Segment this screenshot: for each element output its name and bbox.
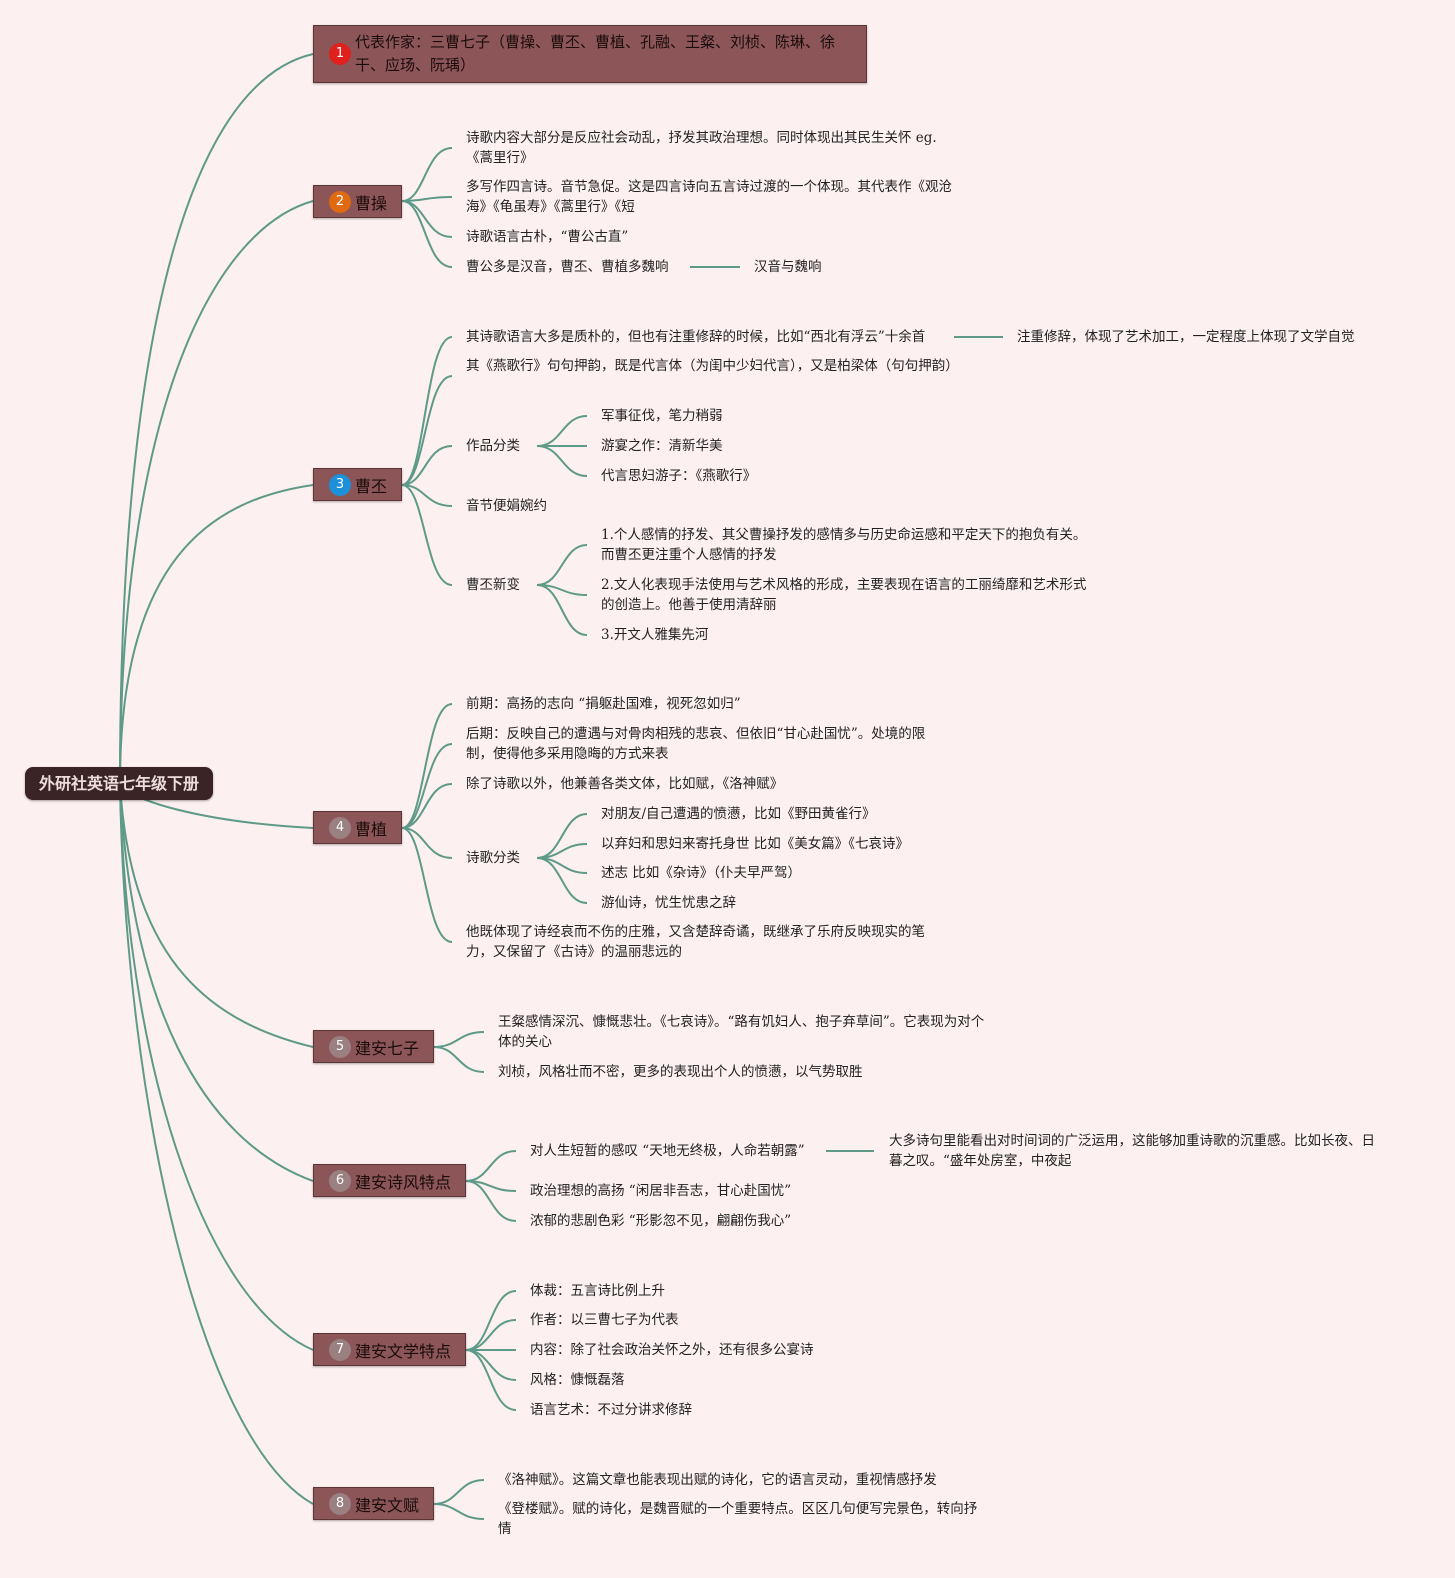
wenxue-item[interactable]: 风格：慷慨磊落 [530, 1372, 625, 1388]
wenfu-item[interactable]: 《登楼赋》。赋的诗化，是魏晋赋的一个重要特点。区区几句便写完景色，转向抒情 [498, 1501, 978, 1537]
wenxue-item[interactable]: 语言艺术：不过分讲求修辞 [530, 1402, 692, 1418]
caopi-new-item[interactable]: 1.个人感情的抒发、其父曹操抒发的感情多与历史命运感和平定天下的抱负有关。而曹丕… [601, 527, 1087, 563]
branch-label: 建安诗风特点 [355, 1172, 452, 1192]
root-node[interactable]: 外研社英语七年级下册 [25, 767, 213, 800]
badge-6: 6 [329, 1169, 351, 1192]
badge-4: 4 [329, 816, 351, 839]
qizi-item[interactable]: 王粲感情深沉、慷慨悲壮。《七哀诗》。“路有饥妇人、抱子弃草间”。它表现为对个体的… [498, 1014, 985, 1050]
caocao-content[interactable]: 诗歌内容大部分是反应社会动乱，抒发其政治理想。同时体现出其民生关怀 eg.《蒿里… [466, 130, 937, 166]
caocao-sound[interactable]: 曹公多是汉音，曹丕、曹植多魏响 [466, 259, 669, 275]
branch-cao-zhi[interactable]: 4 曹植 [313, 811, 402, 844]
wenxue-item[interactable]: 作者：以三曹七子为代表 [530, 1312, 679, 1328]
branch-jianan-fu[interactable]: 8 建安文赋 [313, 1487, 434, 1520]
caopi-language[interactable]: 其诗歌语言大多是质朴的，但也有注重修辞的时候，比如“西北有浮云”十余首 [466, 329, 926, 345]
caozhi-poem-item[interactable]: 对朋友/自己遭遇的愤懑，比如《野田黄雀行》 [601, 806, 876, 822]
wenfu-item[interactable]: 《洛神赋》。这篇文章也能表现出赋的诗化，它的语言灵动，重视情感抒发 [498, 1472, 937, 1488]
caocao-language[interactable]: 诗歌语言古朴，“曹公古直” [466, 229, 629, 245]
shifeng-tragic[interactable]: 浓郁的悲剧色彩 “形影忽不见，翩翩伤我心” [530, 1213, 792, 1229]
caozhi-poem-item[interactable]: 述志 比如《杂诗》（仆夫早严驾） [601, 865, 802, 881]
caopi-yange[interactable]: 其《燕歌行》句句押韵，既是代言体（为闺中少妇代言），又是柏梁体（句句押韵） [466, 358, 959, 374]
shifeng-life-note[interactable]: 大多诗句里能看出对时间词的广泛运用，这能够加重诗歌的沉重感。比如长夜、日暮之叹。… [889, 1133, 1375, 1169]
caopi-new-label[interactable]: 曹丕新变 [466, 577, 520, 593]
wenxue-item[interactable]: 体裁：五言诗比例上升 [530, 1283, 665, 1299]
shifeng-politics[interactable]: 政治理想的高扬 “闲居非吾志，甘心赴国忧” [530, 1183, 792, 1199]
qizi-item[interactable]: 刘桢，风格壮而不密，更多的表现出个人的愤懑，以气势取胜 [498, 1064, 863, 1080]
branch-jianan-qizi[interactable]: 5 建安七子 [313, 1030, 434, 1063]
branch-cao-cao[interactable]: 2 曹操 [313, 185, 402, 218]
badge-1: 1 [329, 43, 351, 65]
caozhi-summary[interactable]: 他既体现了诗经哀而不伤的庄雅，又含楚辞奇谲，既继承了乐府反映现实的笔力，又保留了… [466, 924, 925, 960]
caopi-new-item[interactable]: 3.开文人雅集先河 [601, 627, 709, 643]
caopi-work-item[interactable]: 代言思妇游子：《燕歌行》 [601, 468, 757, 484]
caozhi-early[interactable]: 前期：高扬的志向 “捐躯赴国难，视死忽如归” [466, 696, 741, 712]
caozhi-poem-item[interactable]: 以弃妇和思妇来寄托身世 比如《美女篇》《七哀诗》 [601, 836, 910, 852]
badge-8: 8 [329, 1492, 351, 1515]
caopi-work-item[interactable]: 军事征伐，笔力稍弱 [601, 408, 723, 424]
badge-5: 5 [329, 1035, 351, 1058]
branch-representative-writers[interactable]: 1 代表作家：三曹七子（曹操、曹丕、曹植、孔融、王粲、刘桢、陈琳、徐干、应玚、阮… [313, 25, 867, 83]
caocao-sound-note[interactable]: 汉音与魏响 [754, 259, 822, 275]
caozhi-poem-item[interactable]: 游仙诗，忧生忧患之辞 [601, 895, 736, 911]
branch-label: 代表作家：三曹七子（曹操、曹丕、曹植、孔融、王粲、刘桢、陈琳、徐干、应玚、阮瑀） [355, 33, 836, 74]
caopi-works-label[interactable]: 作品分类 [466, 438, 520, 454]
caopi-new-item[interactable]: 2.文人化表现手法使用与艺术风格的形成，主要表现在语言的工丽绮靡和艺术形式的创造… [601, 577, 1087, 613]
branch-label: 建安七子 [355, 1038, 420, 1058]
branch-label: 曹操 [355, 193, 388, 213]
badge-3: 3 [329, 473, 351, 496]
shifeng-life[interactable]: 对人生短暂的感叹 “天地无终极，人命若朝露” [530, 1143, 805, 1159]
branch-label: 曹植 [355, 819, 388, 839]
branch-literature-features[interactable]: 7 建安文学特点 [313, 1333, 466, 1366]
caopi-rhythm[interactable]: 音节便娟婉约 [466, 498, 547, 514]
badge-2: 2 [329, 190, 351, 213]
badge-7: 7 [329, 1338, 351, 1361]
branch-label: 建安文赋 [355, 1495, 420, 1515]
caozhi-poems-label[interactable]: 诗歌分类 [466, 850, 520, 866]
branch-label: 曹丕 [355, 476, 388, 496]
caopi-work-item[interactable]: 游宴之作：清新华美 [601, 438, 723, 454]
caozhi-late[interactable]: 后期：反映自己的遭遇与对骨肉相残的悲哀、但依旧“甘心赴国忧”。处境的限制，使得他… [466, 726, 926, 762]
branch-cao-pi[interactable]: 3 曹丕 [313, 468, 402, 501]
branch-poetry-style[interactable]: 6 建安诗风特点 [313, 1164, 466, 1197]
caopi-language-note[interactable]: 注重修辞，体现了艺术加工，一定程度上体现了文学自觉 [1017, 329, 1355, 345]
caocao-form[interactable]: 多写作四言诗。音节急促。这是四言诗向五言诗过渡的一个体现。其代表作《观沧海》《龟… [466, 179, 952, 215]
wenxue-item[interactable]: 内容：除了社会政治关怀之外，还有很多公宴诗 [530, 1342, 814, 1358]
branch-label: 建安文学特点 [355, 1341, 452, 1361]
caozhi-other[interactable]: 除了诗歌以外，他兼善各类文体，比如赋，《洛神赋》 [466, 776, 784, 792]
